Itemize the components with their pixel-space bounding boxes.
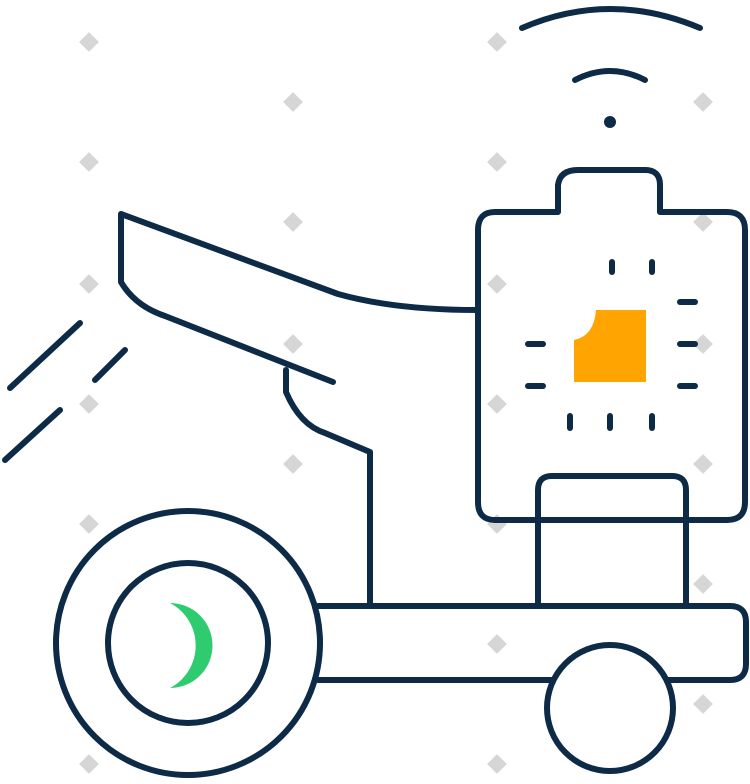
- robot-neck: [535, 473, 689, 609]
- rear-wheel: [544, 642, 676, 774]
- front-wheel-inner: [105, 560, 271, 726]
- handlebar-arm: [118, 211, 481, 385]
- front-wheel-outer: [53, 508, 323, 778]
- robot-head: [475, 167, 748, 523]
- motion-lines-icon: [2, 320, 128, 463]
- steering-column: [283, 367, 373, 609]
- chip-icon: [574, 310, 646, 382]
- chassis-bar: [315, 603, 749, 683]
- moon-icon: [170, 603, 213, 688]
- wifi-signal-icon: [519, 6, 703, 128]
- chip-pins: [525, 259, 698, 431]
